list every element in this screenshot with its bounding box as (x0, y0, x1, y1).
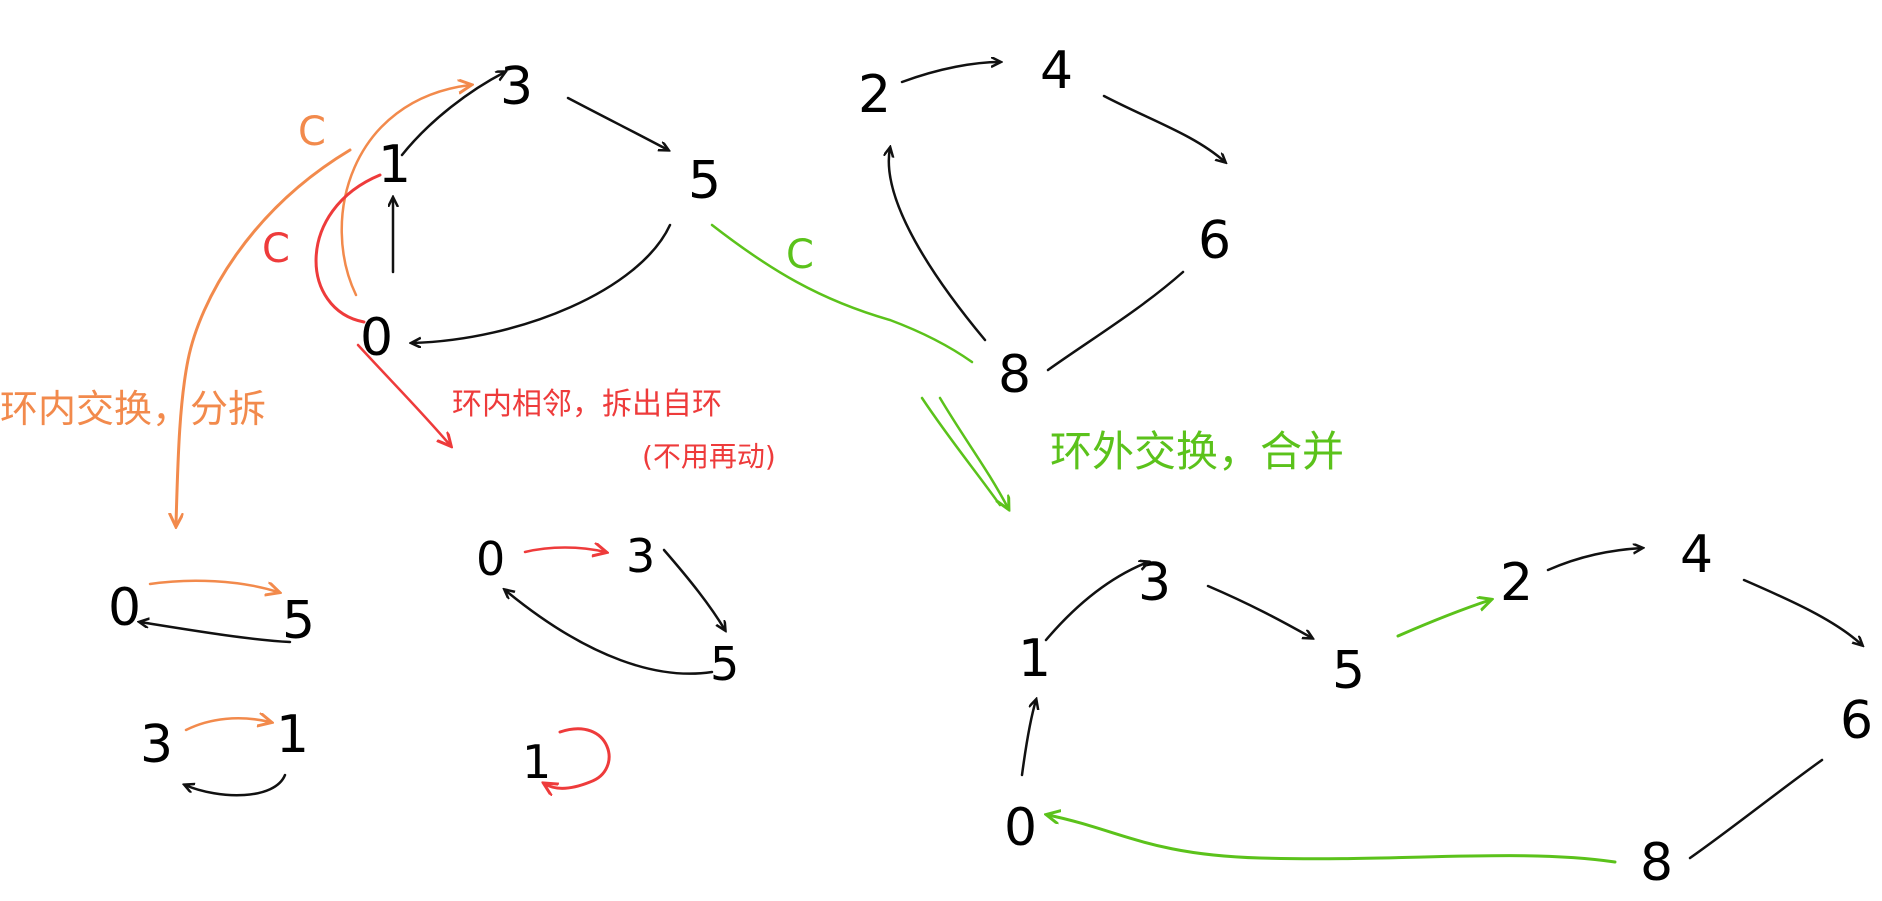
result-edge-3-to-1 (184, 718, 270, 732)
edge-5-to-0 (412, 223, 672, 343)
merged-edge-8-to-0 (1048, 815, 1617, 864)
edge-1-to-3 (400, 72, 505, 157)
node-1: 1 (378, 135, 411, 195)
edge-4-to-6 (1102, 94, 1225, 162)
merged-node-4: 4 (1680, 525, 1713, 585)
node-2: 2 (858, 65, 891, 125)
right-cycle: 2 4 6 8 (858, 41, 1231, 405)
merged-edge-6-to-8 (1688, 758, 1824, 860)
result-red-node-0: 0 (476, 532, 505, 586)
result-node-0: 0 (108, 578, 141, 638)
result-node-1: 1 (276, 705, 309, 765)
orange-swap-arc (340, 85, 470, 297)
left-cycle: 3 1 0 5 C C (262, 57, 721, 368)
merged-edge-5-to-2 (1396, 600, 1490, 638)
merged-node-0: 0 (1004, 798, 1037, 858)
result-orange-cycle-3-1: 3 1 (140, 705, 309, 797)
merged-edge-2-to-4 (1546, 548, 1642, 572)
merged-node-8: 8 (1640, 833, 1673, 893)
green-annotation: 环外交换，合并 (1050, 427, 1344, 476)
red-annotation-line2: (不用再动) (642, 440, 776, 473)
result-self-loop-edge (545, 727, 611, 789)
node-6: 6 (1198, 211, 1231, 271)
merged-edge-3-to-5 (1206, 584, 1312, 638)
merged-edge-4-to-6 (1742, 578, 1862, 645)
result-edge-5-to-0 (140, 622, 292, 644)
node-5: 5 (688, 151, 721, 211)
result-self-node-1: 1 (522, 735, 551, 789)
result-edge-0-to-5 (148, 579, 278, 592)
node-0: 0 (360, 308, 393, 368)
red-annotation-line1: 环内相邻，拆出自环 (452, 387, 722, 422)
result-red-edge-5-to-0 (505, 590, 714, 675)
edge-3-to-5 (566, 96, 668, 150)
result-red-node-5: 5 (710, 637, 739, 691)
result-red-edge-3-to-5 (662, 548, 725, 630)
node-3: 3 (500, 57, 533, 117)
green-swap-label: C (786, 232, 814, 278)
orange-annotation: 环内交换，分拆 (0, 387, 266, 431)
result-red-edge-0-to-3 (523, 548, 605, 553)
result-red-node-3: 3 (626, 529, 655, 583)
red-result-arrow (356, 343, 450, 445)
green-result-arrow-1 (920, 396, 1002, 507)
merged-node-6: 6 (1840, 691, 1873, 751)
node-8: 8 (998, 345, 1031, 405)
red-swap-label: C (262, 226, 290, 272)
edge-6-to-8 (1046, 270, 1185, 372)
red-swap-arc (314, 173, 382, 324)
green-swap-line (710, 223, 974, 364)
result-node-3: 3 (140, 715, 173, 775)
orange-swap-label: C (298, 109, 326, 155)
merged-node-3: 3 (1138, 553, 1171, 613)
result-red-cycle: 0 3 5 (476, 529, 739, 691)
merged-node-2: 2 (1500, 553, 1533, 613)
green-result-arrow-2 (938, 396, 1008, 508)
edge-2-to-4 (900, 62, 1000, 84)
edge-8-to-2 (889, 148, 987, 342)
merged-edge-1-to-3 (1044, 562, 1148, 642)
result-edge-1-to-3 (185, 773, 287, 797)
merged-node-5: 5 (1332, 641, 1365, 701)
result-green-merged-cycle: 3 1 0 5 2 4 6 8 (1004, 525, 1873, 893)
orange-result-arrow (176, 148, 352, 525)
result-orange-cycle-0-5: 0 5 (108, 578, 315, 651)
merged-edge-0-to-1 (1020, 700, 1036, 777)
node-4: 4 (1040, 41, 1073, 101)
result-red-self-loop: 1 (522, 727, 611, 789)
